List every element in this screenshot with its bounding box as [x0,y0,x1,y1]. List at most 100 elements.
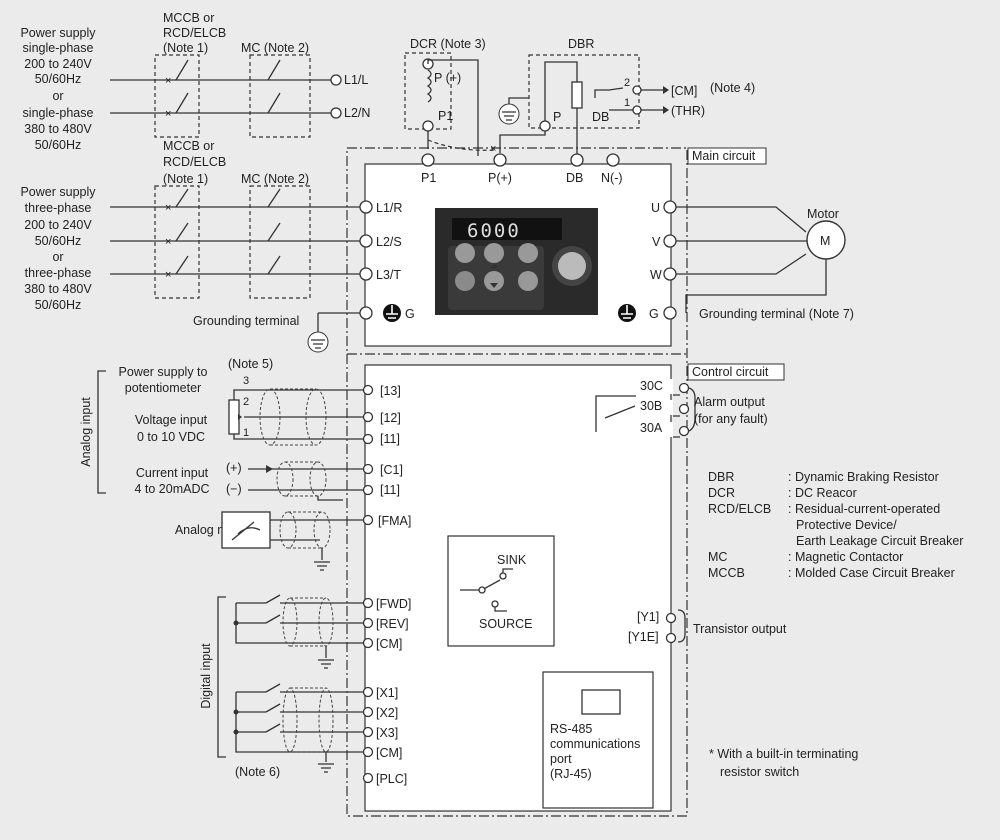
label-text: [CM] [671,84,697,98]
label-text: RCD/ELCB [708,502,771,516]
keypad: 6000 [435,208,598,315]
label-text: (+) [226,461,242,475]
label-text: 3 [243,375,249,387]
transistor-output-label: Transistor output [693,622,787,636]
label-text: 380 to 480V [24,282,92,296]
label-text: 50/60Hz [35,234,82,248]
term-l3t: L3/T [376,268,401,282]
label-text: [X2] [376,706,398,720]
label-text: [Y1] [637,610,659,624]
label-text: port [550,752,572,766]
label-text: [12] [380,411,401,425]
term-g-left: G [405,307,415,321]
label-text: Power supply [20,26,96,40]
label-text: 50/60Hz [35,138,82,152]
label-text: Earth Leakage Circuit Breaker [796,534,963,548]
keypad-display: 6000 [467,220,521,242]
label-text: MCCB or [163,11,214,25]
label-text: 30B [640,399,662,413]
term-p1: P1 [421,171,436,185]
potentiometer [228,399,240,435]
label-text: MCCB [708,566,745,580]
motor-symbol-label: M [820,234,830,248]
main-circuit-label: Main circuit [692,149,756,163]
label-text: communications [550,737,640,751]
term-w: W [650,268,662,282]
label-text: MC [708,550,727,564]
label-text: [C1] [380,463,403,477]
label-text: (−) [226,482,242,496]
digital-input-group: Digital input [199,643,213,709]
label-text: or [52,89,63,103]
dcr-box [404,52,452,130]
label-text: 50/60Hz [35,72,82,86]
label-text: 2 [624,77,630,89]
label-text: Current input [136,466,209,480]
term-nminus: N(-) [601,171,623,185]
label-text: (THR) [671,104,705,118]
label-text: RCD/ELCB [163,26,226,40]
label-text: [11] [380,483,400,497]
label-text: : Dynamic Braking Resistor [788,470,939,484]
motor-label: Motor [807,207,839,221]
term-v: V [652,235,661,249]
label-text: : Magnetic Contactor [788,550,903,564]
label-text: 30C [640,379,663,393]
legend: DBR : Dynamic Braking Resistor DCR : DC … [708,470,963,580]
label-text: SOURCE [479,617,532,631]
analog-meter [221,511,271,549]
label-text: 1 [243,427,249,439]
label-text: RS-485 [550,722,592,736]
label-text: × [165,269,171,281]
term-db: DB [566,171,583,185]
label-text: 380 to 480V [24,122,92,136]
label-text: DCR [708,486,735,500]
inverter-outline [346,147,688,817]
analog-terminals: [13] [12] [11] [C1] [11] [FMA] [362,384,411,528]
label-text: [REV] [376,617,409,631]
single-phase-supply-label: Power supply single-phase 200 to 240V 50… [20,26,96,152]
dcr-title: DCR (Note 3) [410,37,486,51]
analog-input-group: Analog input [79,397,93,467]
label-text: 0 to 10 VDC [137,430,205,444]
label-text: three-phase [25,201,92,215]
label-text: potentiometer [125,381,201,395]
label-text: DBR [708,470,734,484]
rj45-connector [581,689,621,715]
label-text: Alarm output [694,395,765,409]
alarm-output: 30C 30B 30A [595,379,696,438]
label-text: [CM] [376,637,402,651]
label-text: MC (Note 2) [241,41,309,55]
term-u: U [651,201,660,215]
label-text: (Note 4) [710,81,755,95]
label-text: Power supply [20,185,96,199]
label-text: [FWD] [376,597,411,611]
label-text: three-phase [25,266,92,280]
label-text: (Note 1) [163,172,208,186]
label-text: [FMA] [378,514,411,528]
label-text: × [165,202,171,214]
label-text: 50/60Hz [35,298,82,312]
term-l1r: L1/R [376,201,402,215]
label-text: 4 to 20mADC [134,482,209,496]
label-text: [CM] [376,746,402,760]
term-l2n: L2/N [344,106,370,120]
label-text: 1 [624,97,630,109]
label-text: or [52,250,63,264]
term-l1l: L1/L [344,73,368,87]
label-text: [Y1E] [628,630,659,644]
label-text: [PLC] [376,772,407,786]
label-text: P (+) [434,71,461,85]
label-text: × [165,108,171,120]
footnote: * With a built-in terminating [709,747,858,761]
label-text: MCCB or [163,139,214,153]
term-g-right: G [649,307,659,321]
label-text: [11] [380,432,400,446]
label-text: (Note 1) [163,41,208,55]
label-text: × [165,75,171,87]
label-text: Power supply to [119,365,208,379]
label-text: (Note 6) [235,765,280,779]
label-text: (for any fault) [694,412,768,426]
